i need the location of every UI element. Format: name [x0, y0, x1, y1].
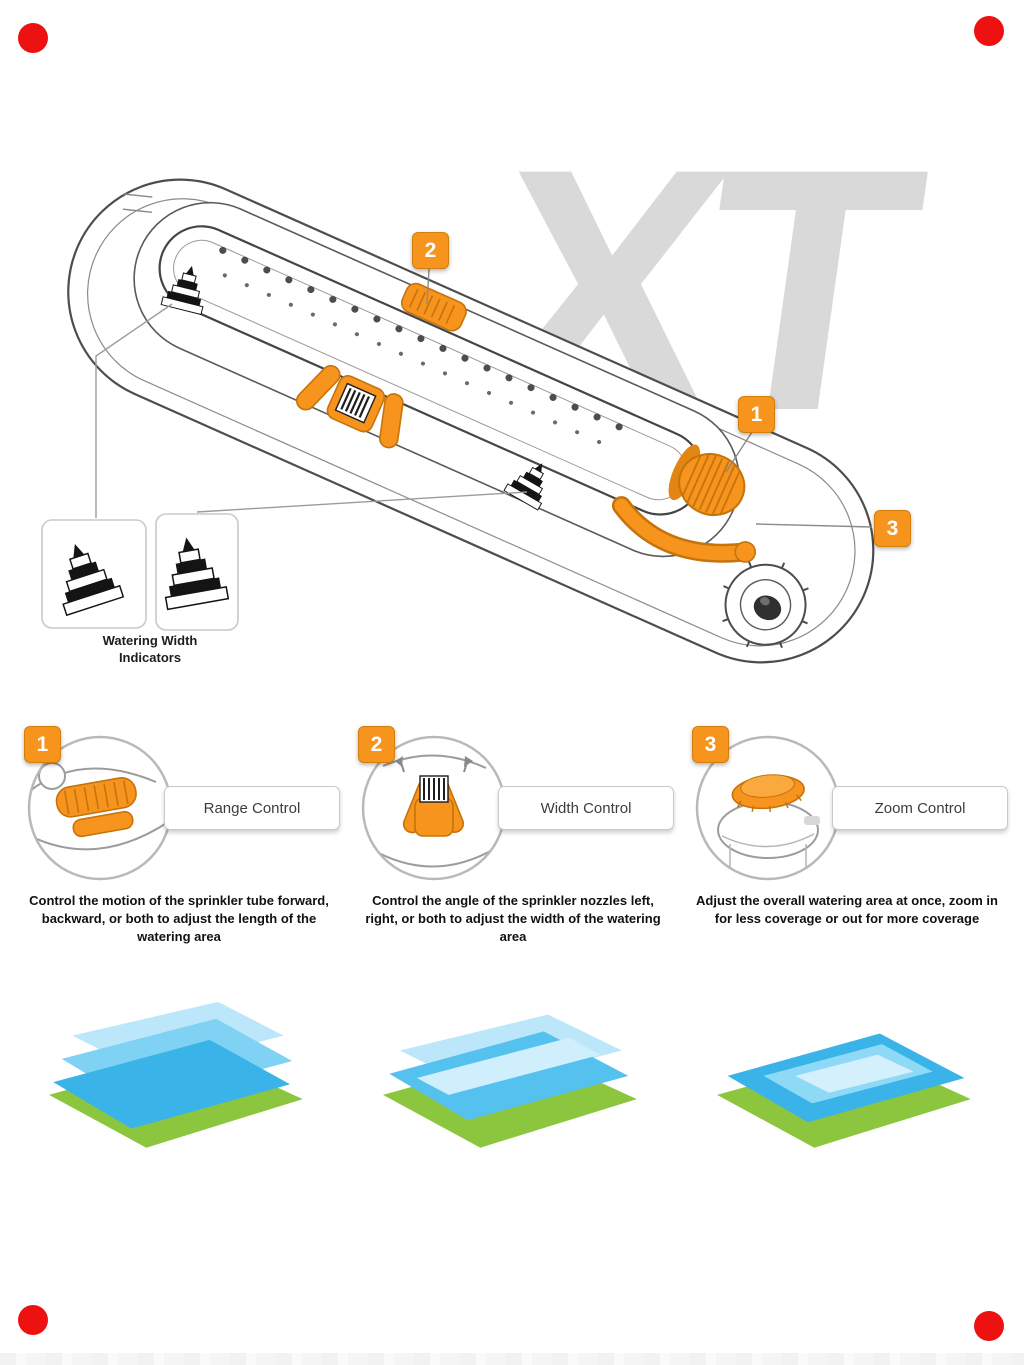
watering-width-inset [41, 303, 528, 631]
feature-column-width: 2 Width Control [352, 716, 674, 1156]
corner-marker-bottom-left [18, 1305, 48, 1335]
feature-column-range: 1 Range Control [18, 716, 340, 1156]
range-control-closeup [27, 735, 173, 881]
spray-pattern-range-illustration [49, 1001, 303, 1148]
feature-description-zoom: Adjust the overall watering area at once… [696, 893, 998, 926]
feature-badge-zoom: 3 [692, 726, 729, 763]
width-control-slider [400, 282, 467, 332]
callout-line-3 [755, 523, 873, 528]
feature-title-zoom: Zoom Control [832, 786, 1008, 830]
feature-badge-width: 2 [358, 726, 395, 763]
callout-line-2 [426, 268, 430, 305]
corner-marker-top-left [18, 23, 48, 53]
sprinkler-tube [158, 225, 704, 516]
feature-title-range: Range Control [164, 786, 340, 830]
zoom-control-lever [611, 496, 757, 563]
sprinkler-body [67, 178, 875, 664]
width-control-clip [295, 364, 404, 449]
corner-marker-top-right [974, 16, 1004, 46]
spray-pattern-zoom-illustration [717, 1033, 971, 1148]
callout-badge-width: 2 [412, 232, 449, 269]
corner-marker-bottom-right [974, 1311, 1004, 1341]
feature-description-range: Control the motion of the sprinkler tube… [29, 893, 329, 944]
nozzle-row-small [222, 273, 622, 454]
callout-line-1 [725, 431, 753, 473]
inset-pointer-line-2 [196, 491, 528, 513]
width-control-closeup [361, 735, 507, 881]
feature-badge-range: 1 [24, 726, 61, 763]
callout-badge-zoom: 3 [874, 510, 911, 547]
zoom-control-closeup [695, 735, 841, 881]
hose-connector [722, 561, 809, 649]
inset-pointer-line-1 [95, 303, 173, 518]
feature-description-width: Control the angle of the sprinkler nozzl… [365, 893, 661, 944]
page-edge-artifact [0, 1353, 1024, 1365]
feature-column-zoom: 3 Zoom Contr [686, 716, 1008, 1156]
spray-pattern-width-illustration [383, 1014, 637, 1148]
callout-badge-range: 1 [738, 396, 775, 433]
watering-width-indicators-label: Watering Width Indicators [102, 633, 198, 665]
feature-title-width: Width Control [498, 786, 674, 830]
sprinkler-illustration [41, 178, 875, 664]
